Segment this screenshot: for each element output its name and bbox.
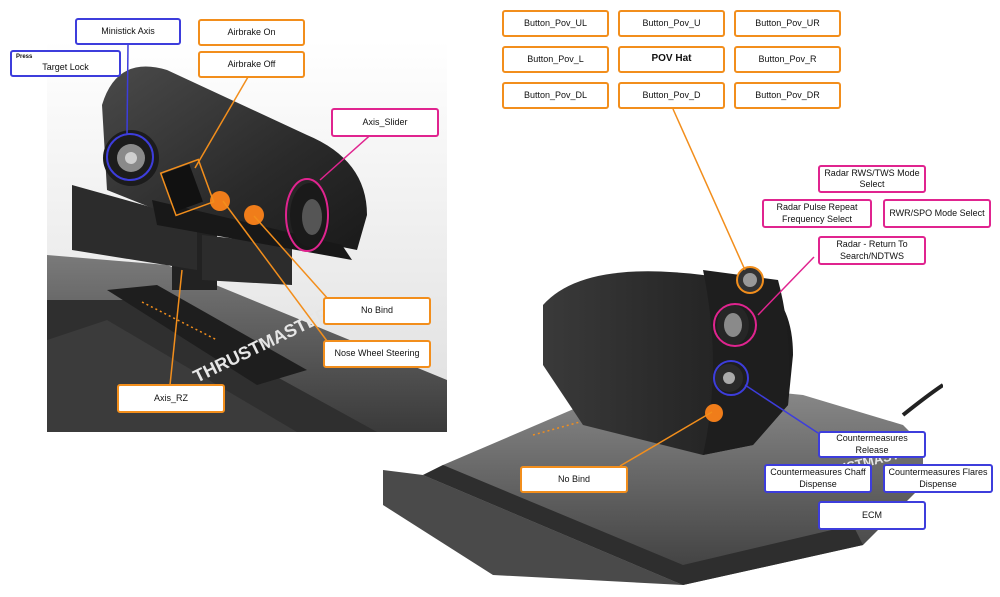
- label-airbrake-on: Airbrake On: [198, 19, 305, 46]
- label-radar-rws-tws: Radar RWS/TWS Mode Select: [818, 165, 926, 193]
- ring-ministick: [106, 133, 154, 181]
- label-pov-hat: POV Hat: [618, 46, 725, 73]
- line-radar: [757, 256, 815, 316]
- ring-pov: [736, 266, 764, 294]
- label-cm-flares: Countermeasures Flares Dispense: [883, 464, 993, 493]
- label-rwr-spo: RWR/SPO Mode Select: [883, 199, 991, 228]
- label-ministick-axis: Ministick Axis: [75, 18, 181, 45]
- label-target-lock: Press Target Lock: [10, 50, 121, 77]
- label-axis-rz: Axis_RZ: [117, 384, 225, 413]
- line-pov: [672, 108, 746, 271]
- line-nobind-left: [253, 215, 338, 310]
- label-pov-d: Button_Pov_D: [618, 82, 725, 109]
- label-pov-dr: Button_Pov_DR: [734, 82, 841, 109]
- label-axis-slider: Axis_Slider: [331, 108, 439, 137]
- line-axis-rz: [169, 269, 183, 386]
- label-ecm: ECM: [818, 501, 926, 530]
- label-pov-dl: Button_Pov_DL: [502, 82, 609, 109]
- label-no-bind-left: No Bind: [323, 297, 431, 325]
- line-airbrake: [194, 76, 249, 169]
- line-cm: [744, 384, 819, 434]
- label-radar-prf: Radar Pulse Repeat Frequency Select: [762, 199, 872, 228]
- label-pov-r: Button_Pov_R: [734, 46, 841, 73]
- label-radar-return: Radar - Return To Search/NDTWS: [818, 236, 926, 265]
- line-nobind-right: [619, 411, 713, 467]
- label-pov-l: Button_Pov_L: [502, 46, 609, 73]
- ring-radar: [713, 303, 757, 347]
- box-airbrake: [159, 158, 215, 217]
- label-cm-chaff: Countermeasures Chaff Dispense: [764, 464, 872, 493]
- label-press-text: Press: [16, 54, 33, 60]
- label-cm-release: Countermeasures Release: [818, 431, 926, 458]
- label-target-lock-text: Target Lock: [42, 61, 89, 72]
- label-pov-ur: Button_Pov_UR: [734, 10, 841, 37]
- label-pov-u: Button_Pov_U: [618, 10, 725, 37]
- line-ministick: [126, 44, 129, 136]
- ring-slider: [285, 178, 329, 252]
- line-nws: [222, 200, 331, 346]
- ring-cm: [713, 360, 749, 396]
- label-airbrake-off: Airbrake Off: [198, 51, 305, 78]
- label-no-bind-right: No Bind: [520, 466, 628, 493]
- label-pov-ul: Button_Pov_UL: [502, 10, 609, 37]
- right-throttle-photo: THRUSTMASTER: [383, 267, 943, 585]
- label-nose-wheel-steering: Nose Wheel Steering: [323, 340, 431, 368]
